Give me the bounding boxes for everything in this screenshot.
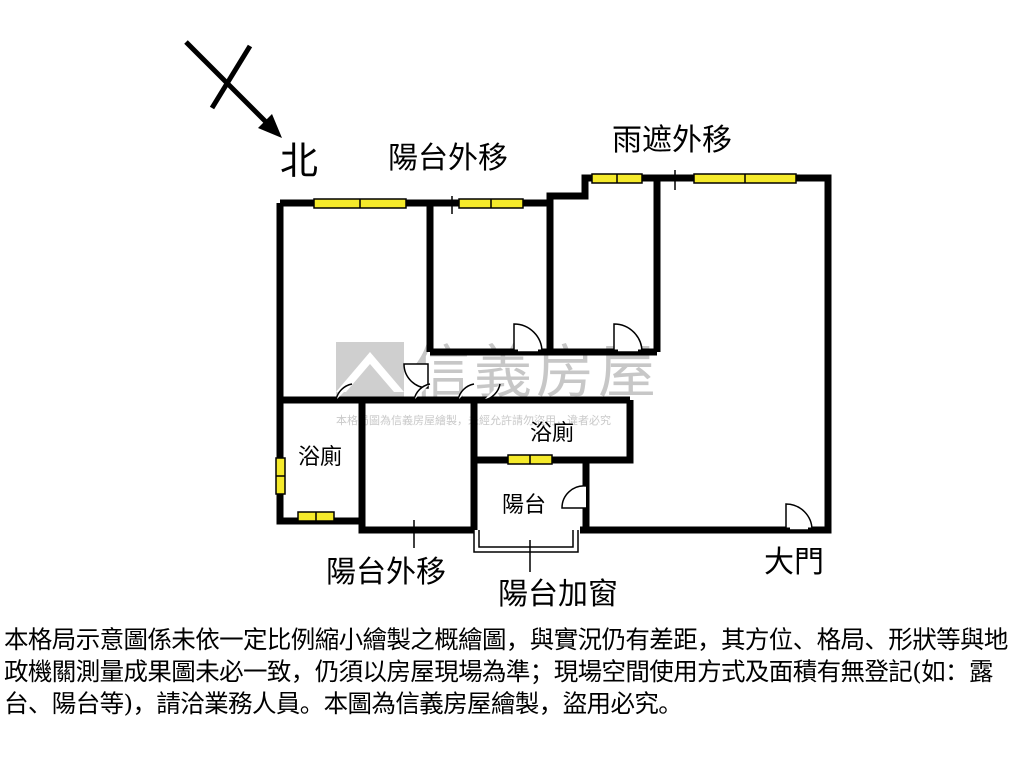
door-swing xyxy=(335,383,353,401)
door-swing xyxy=(457,383,475,401)
door-jambs xyxy=(510,349,816,533)
annotation-balcony-moved-bottom: 陽台外移 xyxy=(326,555,446,590)
annotation-balcony-moved-top: 陽台外移 xyxy=(388,141,508,176)
door-swing xyxy=(561,485,587,509)
main-door-swing xyxy=(785,503,813,531)
door-swing xyxy=(413,383,431,401)
north-label: 北 xyxy=(280,139,318,183)
door-swing xyxy=(513,323,543,353)
annotation-canopy-moved: 雨遮外移 xyxy=(612,123,732,158)
balcony-window-outline xyxy=(473,530,579,553)
windows xyxy=(275,173,797,522)
room-label-balcony: 陽台 xyxy=(502,493,546,518)
room-label-bath-left: 浴廁 xyxy=(298,445,342,470)
north-arrow-icon xyxy=(184,40,282,138)
doors xyxy=(335,323,813,531)
room-label-bath-center: 浴廁 xyxy=(530,421,574,446)
door-swing xyxy=(483,383,501,401)
floor-plan: 信義房屋 本格局圖為信義房屋繪製，未經允許請勿盜用，違者必究 北 xyxy=(184,40,832,612)
door-swing xyxy=(613,323,643,353)
leader-lines xyxy=(413,170,676,572)
disclaimer-text: 本格局示意圖係未依一定比例縮小繪製之概繪圖，與實況仍有差距，其方位、格局、形狀等… xyxy=(4,625,1008,718)
annotation-main-door: 大門 xyxy=(764,545,824,580)
door-swing xyxy=(403,363,429,389)
annotation-balcony-window: 陽台加窗 xyxy=(498,577,618,612)
